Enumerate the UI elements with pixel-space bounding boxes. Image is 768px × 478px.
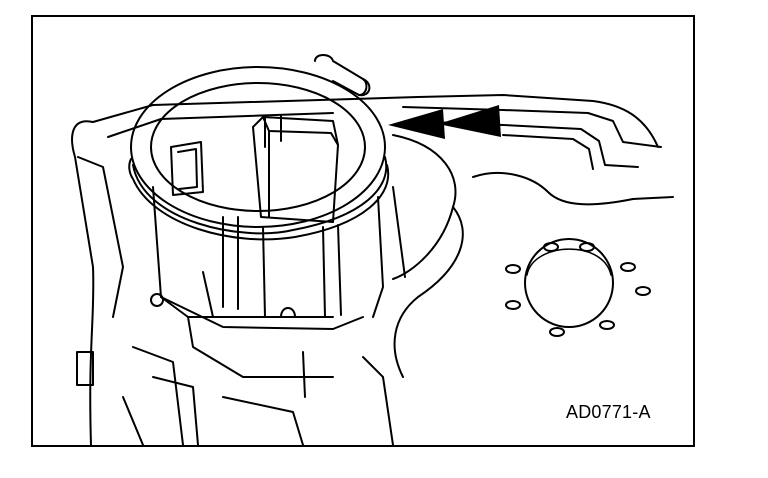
spine-4 — [322, 226, 326, 318]
cavity-floor — [160, 296, 364, 330]
left-bracket — [170, 141, 204, 196]
case-outline — [71, 120, 95, 445]
right-rib-low — [502, 134, 594, 170]
cavity-inner-step-2 — [202, 271, 214, 318]
top-tube — [314, 54, 368, 96]
peg-center — [280, 307, 296, 318]
sealing-ring — [128, 66, 390, 241]
arrow-1 — [388, 109, 445, 139]
center-bore — [524, 238, 614, 328]
lower-rib-1 — [132, 346, 184, 445]
transmission-case-illustration — [71, 54, 674, 445]
arrow-2 — [438, 105, 501, 137]
figure-code: AD0771-A — [566, 402, 651, 422]
case-inner-rail — [107, 112, 334, 138]
tab-left — [76, 351, 94, 386]
peg-left — [150, 293, 164, 307]
bolt-circle — [505, 238, 651, 337]
cavity-left-wall — [152, 186, 334, 318]
lower-rib-4 — [362, 356, 394, 445]
lower-rib-2 — [152, 376, 199, 445]
cavity-inner-step — [187, 316, 334, 378]
right-contour-2 — [472, 171, 674, 206]
lower-rib-6 — [122, 396, 144, 445]
figure-frame: AD0771-A — [31, 15, 695, 447]
direction-arrows — [388, 105, 501, 139]
cavity-right-wall-2 — [392, 186, 406, 278]
case-left-wall — [92, 94, 659, 148]
spine-3 — [262, 226, 266, 318]
left-bracket-face — [177, 148, 198, 190]
lower-rib-5 — [302, 351, 306, 398]
center-boss-face — [262, 116, 339, 146]
case-left-step — [77, 156, 124, 318]
top-tube-end — [358, 78, 371, 97]
lower-rib-3 — [222, 396, 304, 445]
spine-5 — [337, 224, 342, 316]
right-edge — [393, 206, 464, 378]
cavity-right-wall — [372, 196, 384, 318]
